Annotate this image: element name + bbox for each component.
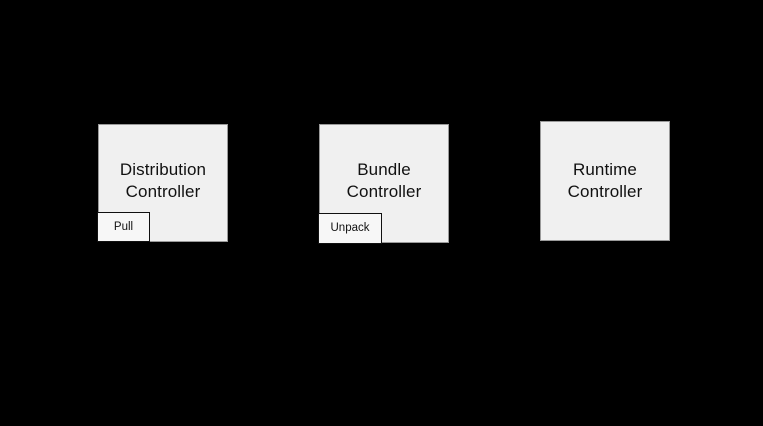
node-runtime-controller-label: Runtime Controller [567,160,643,201]
subbox-unpack-label: Unpack [330,222,370,234]
node-bundle-controller-label: Bundle Controller [346,160,422,202]
subbox-unpack[interactable]: Unpack [318,213,382,244]
subbox-pull-label: Pull [113,220,134,233]
node-runtime-controller[interactable]: Runtime Controller [540,121,670,241]
node-distribution-controller-label: Distribution Controller [119,159,207,201]
subbox-pull[interactable]: Pull [97,212,150,242]
